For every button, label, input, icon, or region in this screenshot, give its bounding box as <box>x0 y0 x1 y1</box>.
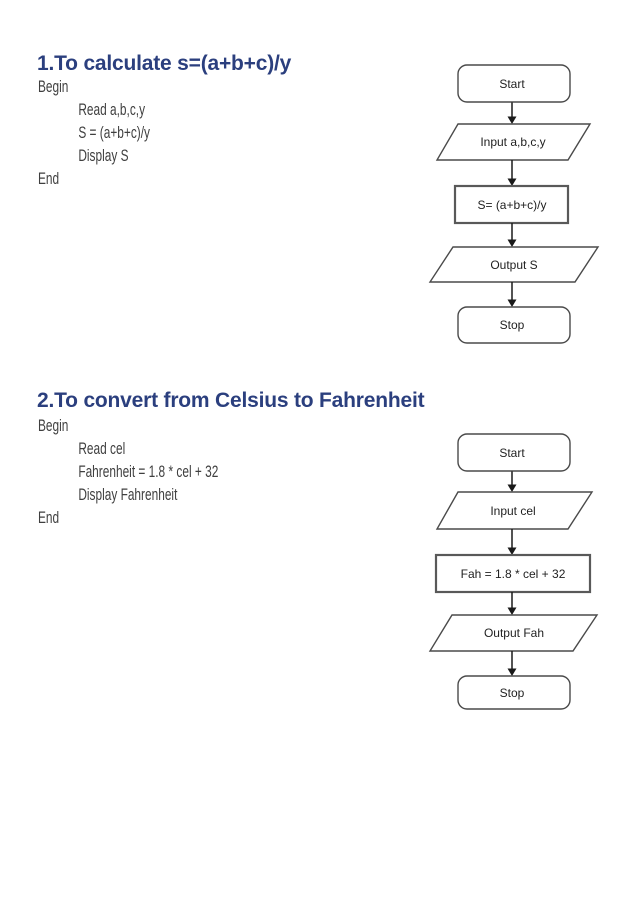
flowchart1-stop-label: Stop <box>500 318 525 332</box>
flowchart1-output-shape <box>428 246 600 283</box>
arrow-down-icon <box>507 160 517 186</box>
flowchart1-input-shape <box>435 123 592 161</box>
flowchart1-stop-shape <box>457 306 571 344</box>
pseudocode-line: S = (a+b+c)/y <box>78 124 150 142</box>
flowchart1-start-shape <box>457 64 571 103</box>
flowchart1-input-label: Input a,b,c,y <box>480 135 545 149</box>
flowchart1-process-label: S= (a+b+c)/y <box>477 198 546 212</box>
pseudocode-line: Read cel <box>78 440 126 458</box>
arrow-down-icon <box>507 651 517 676</box>
pseudocode-line: End <box>38 509 60 527</box>
flowchart2-process-shape <box>434 553 592 594</box>
flowchart2-input-label: Input cel <box>490 504 535 518</box>
pseudocode-line: End <box>38 170 60 188</box>
flowchart2-start-shape <box>457 433 571 472</box>
arrow-down-icon <box>507 471 517 492</box>
arrow-down-icon <box>507 223 517 247</box>
flowchart-2: Start Input cel Fah = 1.8 * cel + 32 Out… <box>428 433 599 710</box>
flowchart2-start-label: Start <box>499 446 525 460</box>
flowchart2-input-shape <box>435 491 594 530</box>
pseudocode-line: Begin <box>38 417 69 435</box>
flowchart2-output-label: Output Fah <box>484 626 544 640</box>
flowchart2-stop-shape <box>457 675 571 710</box>
pseudocode-line: Begin <box>38 78 69 96</box>
flowchart2-output-shape <box>428 614 599 652</box>
arrow-down-icon <box>507 282 517 307</box>
pseudocode-line: Fahrenheit = 1.8 * cel + 32 <box>78 463 219 481</box>
flowchart1-process-shape <box>453 184 570 225</box>
section1-title: 1.To calculate s=(a+b+c)/y <box>37 52 292 76</box>
flowchart2-process-label: Fah = 1.8 * cel + 32 <box>461 567 566 581</box>
flowchart2-stop-label: Stop <box>500 686 525 700</box>
flowchart1-output-label: Output S <box>490 258 537 272</box>
flowchart-1: Start Input a,b,c,y S= (a+b+c)/y Output … <box>428 64 600 344</box>
arrow-down-icon <box>507 592 517 615</box>
pseudocode-line: Read a,b,c,y <box>78 101 146 119</box>
arrow-down-icon <box>507 529 517 555</box>
pseudocode-line: Display S <box>78 147 129 165</box>
section2-pseudocode: Begin Read cel Fahrenheit = 1.8 * cel + … <box>38 414 340 529</box>
section1-pseudocode: Begin Read a,b,c,y S = (a+b+c)/y Display… <box>38 76 340 191</box>
pseudocode-line: Display Fahrenheit <box>78 486 178 504</box>
arrow-down-icon <box>507 102 517 124</box>
flowchart1-start-label: Start <box>499 77 525 91</box>
section2-title: 2.To convert from Celsius to Fahrenheit <box>37 389 425 413</box>
